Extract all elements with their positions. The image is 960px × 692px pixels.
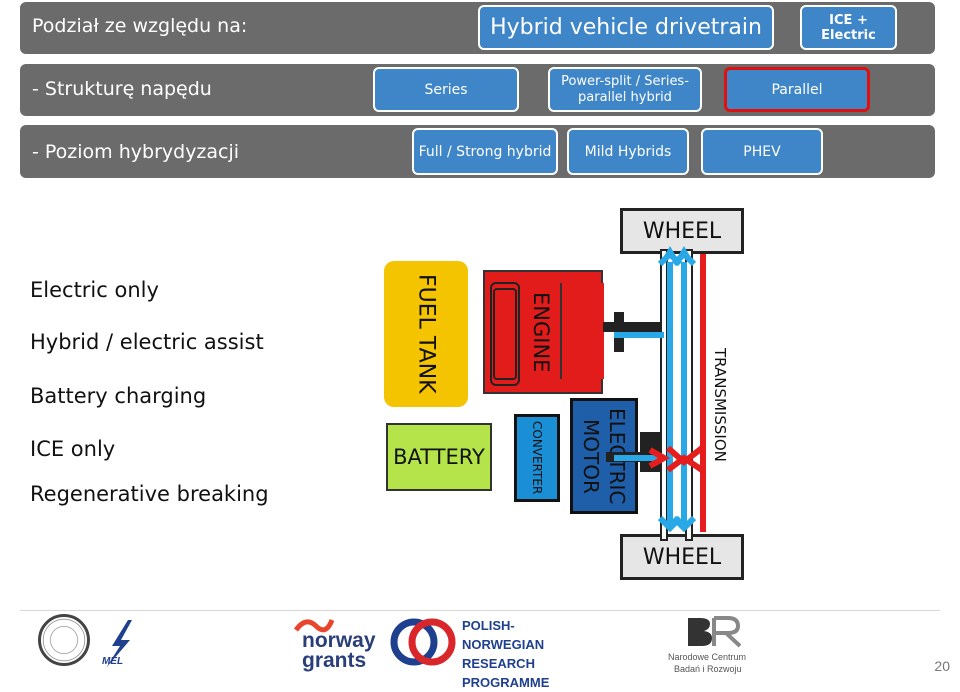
wheel-arrows (664, 246, 690, 256)
series-button[interactable]: Series (373, 67, 519, 112)
header-band (20, 2, 935, 54)
engine-cylinder-1 (490, 282, 520, 386)
wheel-bottom: WHEEL (620, 534, 744, 580)
ice-arrows (648, 254, 706, 532)
battery: BATTERY (386, 423, 492, 491)
wheel-top: WHEEL (620, 208, 744, 254)
norway-wave-icon (294, 619, 334, 633)
university-seal-logo (38, 614, 90, 666)
mel-bolt-icon (106, 620, 132, 668)
electric-arrows (614, 249, 697, 533)
power-split-button[interactable]: Power-split / Series-parallel hybrid (548, 67, 702, 112)
legend-regenerative-breaking: Regenerative breaking (30, 482, 269, 506)
pnr-line-1: Polish-Norwegian (462, 618, 545, 652)
legend-battery-charging: Battery charging (30, 384, 207, 408)
ncbr-br-icon (688, 616, 742, 648)
drivetrain-title[interactable]: Hybrid vehicle drivetrain (478, 5, 774, 50)
page-number: 20 (934, 658, 950, 674)
structure-label: - Strukturę napędu (32, 78, 212, 100)
phev-button[interactable]: PHEV (701, 128, 823, 175)
ncbr-logo: Narodowe Centrum Badań i Rozwoju (668, 614, 768, 674)
ncbr-line-1: Narodowe Centrum (668, 652, 747, 662)
hybridization-label: - Poziom hybrydyzacji (32, 141, 240, 163)
full-hybrid-button[interactable]: Full / Strong hybrid (412, 128, 558, 175)
pnr-mark-logo (390, 616, 456, 668)
norway-text-1: norway (302, 629, 376, 652)
engine-cylinder-2 (493, 288, 517, 380)
legend-hybrid-assist: Hybrid / electric assist (30, 330, 264, 354)
mild-hybrids-button[interactable]: Mild Hybrids (567, 128, 689, 175)
pnr-line-2: Research (462, 656, 535, 671)
ice-electric-badge[interactable]: ICE + Electric (800, 5, 897, 50)
norway-text-2: grants (302, 649, 367, 672)
fuel-tank: FUEL TANK (384, 261, 468, 407)
parallel-button[interactable]: Parallel (724, 67, 870, 112)
classification-label: Podział ze względu na: (32, 15, 248, 37)
pnr-line-3: Programme (462, 675, 550, 690)
pnr-text-logo: Polish-Norwegian Research Programme (462, 616, 592, 690)
pnr-rings-icon (390, 618, 456, 666)
engine-label: ENGINE (529, 291, 553, 373)
mel-logo: MEL (102, 618, 134, 670)
engine-head (560, 283, 604, 379)
transmission-label: TRANSMISSION (711, 348, 729, 462)
legend-ice-only: ICE only (30, 437, 116, 461)
norway-grants-logo: norway grants (294, 612, 384, 674)
mel-label: MEL (102, 656, 124, 667)
converter: CONVERTER (514, 414, 560, 502)
footer-divider (20, 610, 940, 611)
legend-electric-only: Electric only (30, 278, 159, 302)
ncbr-line-2: Badań i Rozwoju (674, 664, 742, 674)
shafts (603, 249, 693, 541)
